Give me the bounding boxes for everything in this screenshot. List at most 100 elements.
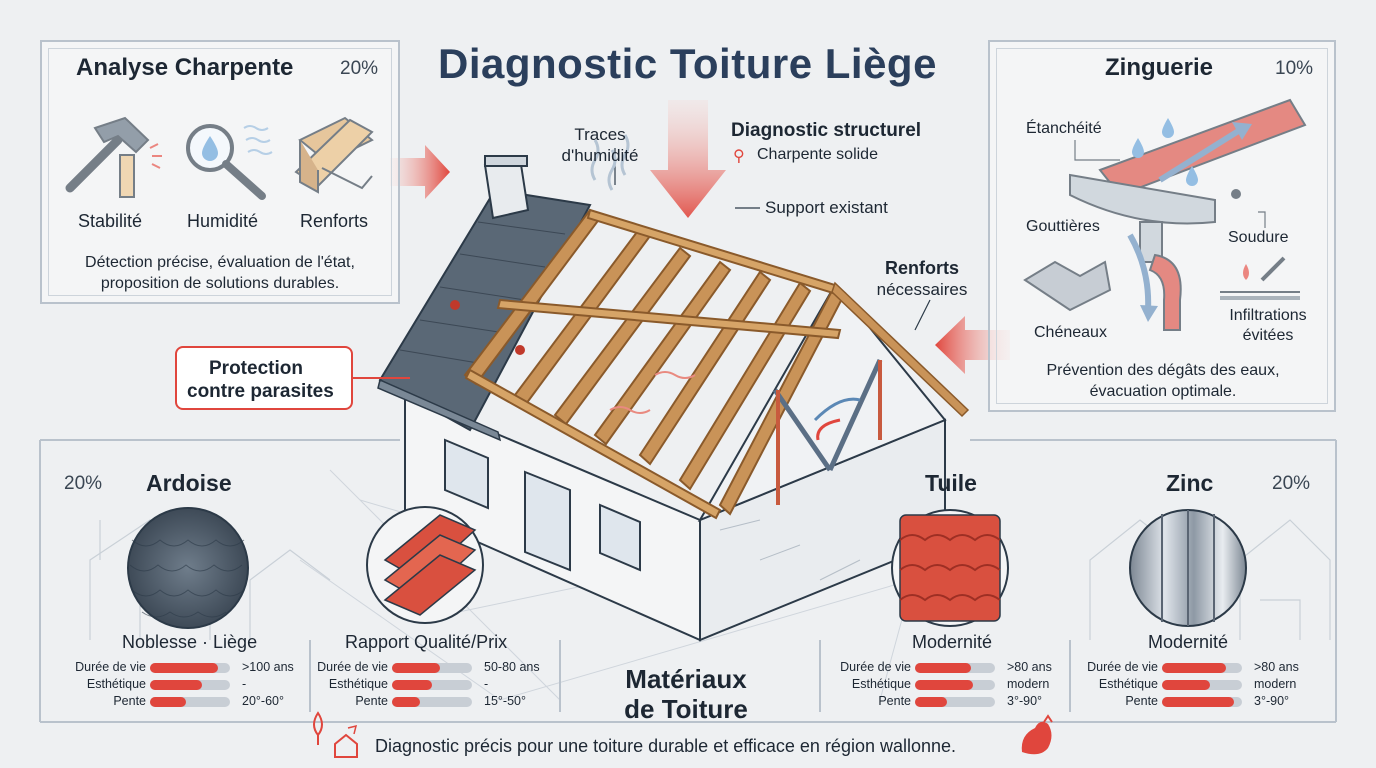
infiltrations-line-2: évitées [1242, 327, 1294, 344]
analyse-percent: 20% [340, 58, 379, 79]
roof-tile-swatch [366, 506, 484, 624]
zinguerie-description: Prévention des dégâts des eaux, évacuati… [1010, 360, 1316, 402]
ardoise-subtitle: Noblesse · Liège [122, 632, 258, 652]
metric-bar-track [1162, 697, 1242, 707]
protection-line-2: contre parasites [187, 381, 334, 402]
metric-value: - [242, 677, 247, 691]
analyse-panel [40, 40, 400, 304]
footer-text: Diagnostic précis pour une toiture durab… [375, 736, 957, 756]
humidite-label: Humidité [187, 211, 259, 231]
zinc-percent: 20% [1272, 473, 1311, 494]
gouttieres-label: Gouttières [1026, 218, 1100, 235]
analyse-description: Détection précise, évaluation de l'état,… [60, 252, 380, 294]
page-title: Diagnostic Toiture Liège [438, 40, 937, 87]
metric-value: 3°-90° [1007, 694, 1043, 708]
metric-bar-fill [392, 680, 432, 690]
cheneau-icon [1023, 260, 1112, 312]
metric-bar-fill [915, 697, 947, 707]
infiltrations-line-1: Infiltrations [1229, 307, 1307, 324]
zinc-swatch [1129, 509, 1247, 627]
metric-bar-track [392, 697, 472, 707]
metric-bar-track [150, 663, 230, 673]
metric-bar-track [392, 663, 472, 673]
wood-beams-icon [294, 116, 374, 194]
magnifier-drop-icon [186, 124, 273, 200]
metric-value: modern [1254, 677, 1297, 691]
metric-value: >80 ans [1007, 660, 1052, 674]
infiltrations-label: Infiltrations évitées [1218, 306, 1318, 346]
metric-bar-fill [915, 663, 971, 673]
zinc-subtitle: Modernité [1148, 632, 1229, 652]
zinguerie-desc-line-2: évacuation optimale. [1089, 383, 1237, 400]
metric-label: Durée de vie [1087, 660, 1158, 674]
traces-humidite-label: Traces d'humidité [548, 124, 652, 166]
renforts-line-2: nécessaires [876, 280, 968, 299]
zinguerie-percent: 10% [1275, 58, 1314, 79]
etancheite-label: Étanchéité [1026, 120, 1102, 137]
tuile-subtitle: Modernité [912, 632, 993, 652]
metric-label: Esthétique [851, 677, 911, 691]
stabilite-label: Stabilité [78, 211, 143, 231]
metric-bar-fill [915, 680, 973, 690]
metric-bar-track [915, 697, 995, 707]
materiaux-line-2: de Toiture [624, 694, 748, 724]
renforts-label: Renforts [300, 211, 369, 231]
charpente-solide-label: Charpente solide [757, 146, 878, 163]
zinguerie-title: Zinguerie [1105, 54, 1214, 81]
tuile-name: Tuile [925, 470, 977, 496]
tile-swatch [891, 509, 1009, 627]
hammer-icon [65, 116, 162, 198]
walloon-rooster-icon [1021, 714, 1053, 755]
ardoise-name: Ardoise [146, 470, 232, 496]
metric-bar-track [150, 697, 230, 707]
metric-label: Pente [113, 694, 146, 708]
soudure-label: Soudure [1228, 229, 1289, 246]
metric-bar-track [915, 680, 995, 690]
right-arrow [390, 145, 450, 199]
diagnostic-structurel-label: Diagnostic structurel [731, 120, 922, 141]
rapport-subtitle: Rapport Qualité/Prix [345, 632, 508, 652]
metric-value: >100 ans [242, 660, 294, 674]
metric-bar-fill [1162, 697, 1234, 707]
metric-label: Pente [1125, 694, 1158, 708]
protection-parasites-box: Protection contre parasites [175, 346, 353, 410]
left-arrow [935, 316, 1010, 374]
metric-label: Durée de vie [75, 660, 146, 674]
metric-label: Esthétique [86, 677, 146, 691]
metric-label: Pente [878, 694, 911, 708]
leaf-house-icon [313, 711, 358, 758]
metric-label: Pente [355, 694, 388, 708]
traces-line-1: Traces [574, 125, 626, 144]
metric-label: Esthétique [1098, 677, 1158, 691]
metric-value: - [484, 677, 489, 691]
solder-icon [1220, 256, 1300, 300]
section-dividers [39, 439, 1337, 723]
analyse-desc-line-2: proposition de solutions durables. [100, 275, 340, 292]
materiaux-line-1: Matériaux [625, 664, 747, 694]
metric-bar-track [1162, 663, 1242, 673]
support-existant-label: Support existant [765, 198, 888, 217]
zinguerie-panel [988, 40, 1336, 412]
metric-bar-fill [1162, 680, 1210, 690]
house-illustration [377, 134, 970, 642]
metric-bar-track [1162, 680, 1242, 690]
slate-swatch [127, 507, 249, 629]
cheneaux-label: Chéneaux [1034, 324, 1107, 341]
zinc-name: Zinc [1166, 470, 1214, 496]
analyse-desc-line-1: Détection précise, évaluation de l'état, [85, 254, 355, 271]
metric-value: modern [1007, 677, 1050, 691]
ardoise-percent: 20% [64, 473, 103, 494]
metric-value: 20°-60° [242, 694, 284, 708]
search-icon: ⚲ [733, 148, 745, 165]
zinguerie-desc-line-1: Prévention des dégâts des eaux, [1046, 362, 1280, 379]
metric-bar-track [915, 663, 995, 673]
materiaux-title: Matériaux de Toiture [596, 664, 776, 724]
gutter-illustration [1069, 98, 1307, 331]
traces-line-2: d'humidité [561, 146, 639, 165]
metric-bar-fill [150, 697, 186, 707]
metric-bar-track [392, 680, 472, 690]
metric-bar-fill [150, 663, 218, 673]
metric-value: >80 ans [1254, 660, 1299, 674]
metric-bar-fill [392, 663, 440, 673]
